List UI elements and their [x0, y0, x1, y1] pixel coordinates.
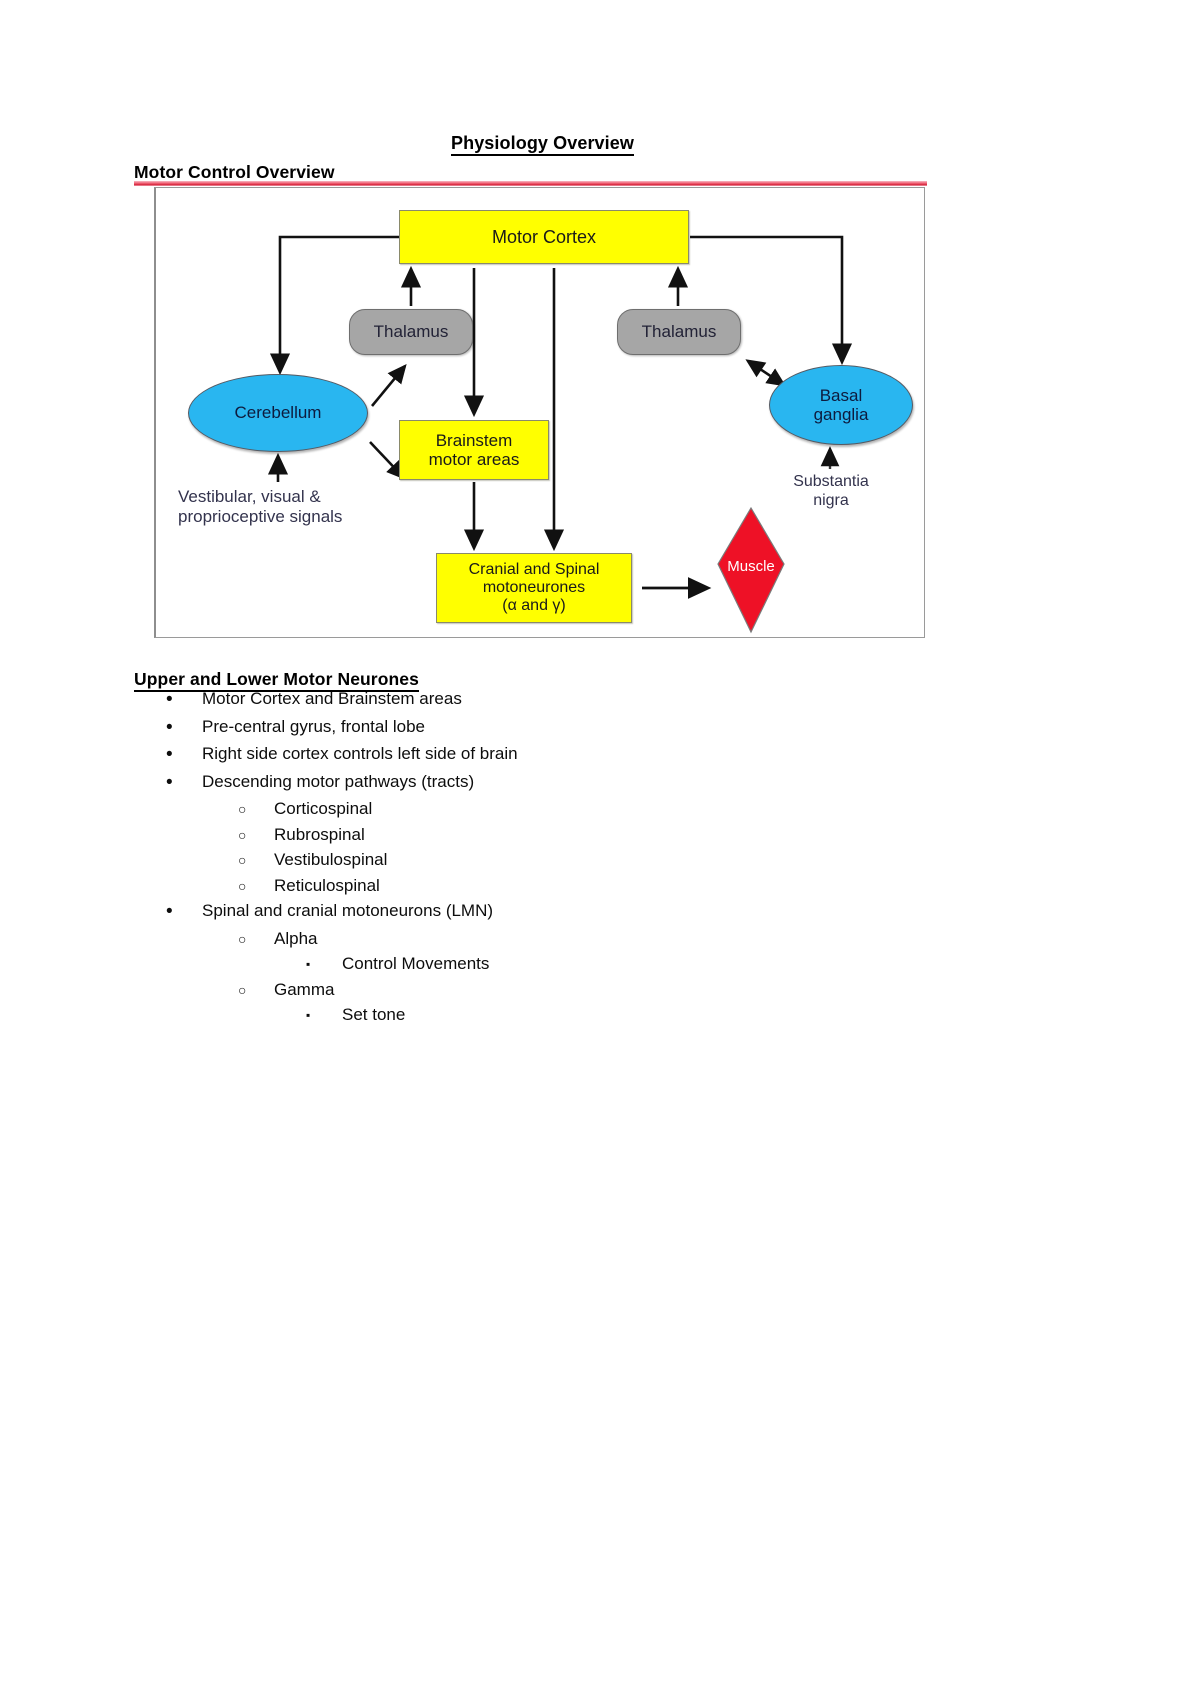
outline-item-label: Alpha: [274, 928, 318, 948]
figure-node-motoneurones-label-line3: (α and γ): [502, 596, 566, 614]
outline-item: ○ Vestibulospinal: [134, 851, 954, 868]
outline-item: • Motor Cortex and Brainstem areas: [134, 690, 954, 709]
outline-item-label: Vestibulospinal: [274, 850, 388, 869]
motor-control-figure: Muscle Motor Cortex Thalamus Thalamus Ce…: [134, 181, 927, 640]
bullet-marker-icon: ▪: [306, 1008, 311, 1022]
bullet-marker-icon: •: [166, 771, 173, 793]
outline-item-label: Spinal and cranial motoneurons (LMN): [202, 901, 494, 920]
bullet-marker-icon: ○: [238, 826, 247, 843]
figure-node-thalamus-left: Thalamus: [349, 309, 473, 355]
outline-item-label: Corticospinal: [274, 799, 373, 818]
outline-item-label: Right side cortex controls left side of …: [202, 744, 518, 763]
bullet-marker-icon: •: [166, 689, 173, 710]
bullet-marker-icon: ▪: [306, 957, 311, 971]
outline-item: • Pre-central gyrus, frontal lobe: [134, 718, 954, 737]
figure-node-motoneurones-label-line1: Cranial and Spinal: [468, 561, 600, 579]
outline-item: • Right side cortex controls left side of…: [134, 745, 954, 764]
outline-item-label: Set tone: [342, 1005, 406, 1024]
figure-node-thalamus-left-label: Thalamus: [373, 322, 449, 342]
figure-label-sensory-signals: Vestibular, visual & proprioceptive sign…: [178, 487, 408, 527]
figure-node-basal-ganglia-label-line1: Basal: [819, 385, 863, 405]
outline-item: ○ Gamma: [134, 981, 954, 998]
outline-item-label: Gamma: [274, 979, 335, 999]
figure-node-thalamus-right-label: Thalamus: [641, 322, 717, 342]
bullet-marker-icon: ○: [238, 981, 247, 998]
figure-node-brainstem-label-line1: Brainstem: [435, 430, 513, 450]
section-heading-upper-lower-motor-neurones-text: Upper and Lower Motor Neurones: [134, 669, 419, 692]
outline-item: ▪ Control Movements: [134, 955, 954, 972]
bullet-marker-icon: ○: [238, 877, 247, 894]
page-title: Physiology Overview: [0, 133, 1085, 156]
figure-label-substantia-nigra: Substantia nigra: [771, 473, 891, 511]
figure-node-brainstem-motor-areas: Brainstem motor areas: [399, 420, 549, 480]
figure-node-thalamus-right: Thalamus: [617, 309, 741, 355]
figure-label-substantia-nigra-line1: Substantia: [793, 473, 869, 490]
bullet-marker-icon: •: [166, 901, 173, 922]
figure-node-motor-cortex-label: Motor Cortex: [491, 226, 597, 247]
outline-item-label: Control Movements: [342, 954, 490, 973]
outline-item: ○ Rubrospinal: [134, 826, 954, 843]
figure-node-basal-ganglia: Basal ganglia: [769, 365, 913, 445]
figure-node-cranial-spinal-motoneurones: Cranial and Spinal motoneurones (α and γ…: [436, 553, 632, 623]
figure-canvas: Muscle Motor Cortex Thalamus Thalamus Ce…: [154, 187, 925, 638]
figure-label-sensory-signals-line1: Vestibular, visual &: [178, 487, 321, 506]
outline-list: • Motor Cortex and Brainstem areas • Pre-ce…: [134, 690, 954, 1032]
bullet-marker-icon: ○: [238, 801, 247, 817]
page-title-text: Physiology Overview: [451, 133, 634, 156]
bullet-marker-icon: ○: [238, 852, 247, 868]
outline-item-label: Rubrospinal: [274, 824, 365, 844]
outline-item-label: Pre-central gyrus, frontal lobe: [202, 716, 425, 736]
outline-item: ○ Reticulospinal: [134, 877, 954, 894]
outline-item-label: Reticulospinal: [274, 875, 380, 895]
figure-top-rule: [134, 181, 927, 186]
outline-item: • Descending motor pathways (tracts): [134, 773, 954, 792]
outline-item: • Spinal and cranial motoneurons (LMN): [134, 902, 954, 921]
outline-item: ○ Corticospinal: [134, 800, 954, 817]
bullet-marker-icon: •: [166, 744, 173, 765]
section-heading-motor-control-text: Motor Control Overview: [134, 162, 335, 185]
outline-item-label: Descending motor pathways (tracts): [202, 771, 475, 791]
section-heading-motor-control: Motor Control Overview: [134, 162, 335, 185]
figure-node-cerebellum-label: Cerebellum: [234, 403, 322, 423]
outline-item: ▪ Set tone: [134, 1006, 954, 1023]
figure-node-basal-ganglia-label-line2: ganglia: [813, 405, 869, 424]
figure-node-brainstem-label-line2: motor areas: [428, 450, 520, 469]
muscle-shape: [717, 506, 785, 634]
figure-node-cerebellum: Cerebellum: [188, 374, 368, 452]
bullet-marker-icon: •: [166, 716, 173, 738]
outline-item: ○ Alpha: [134, 930, 954, 947]
figure-label-sensory-signals-line2: proprioceptive signals: [178, 507, 343, 527]
bullet-marker-icon: ○: [238, 930, 247, 947]
figure-label-substantia-nigra-line2: nigra: [813, 491, 849, 509]
figure-node-motor-cortex: Motor Cortex: [399, 210, 689, 264]
section-heading-upper-lower-motor-neurones: Upper and Lower Motor Neurones: [134, 669, 419, 692]
figure-node-motoneurones-label-line2: motoneurones: [482, 579, 586, 597]
outline-item-label: Motor Cortex and Brainstem areas: [202, 689, 462, 708]
